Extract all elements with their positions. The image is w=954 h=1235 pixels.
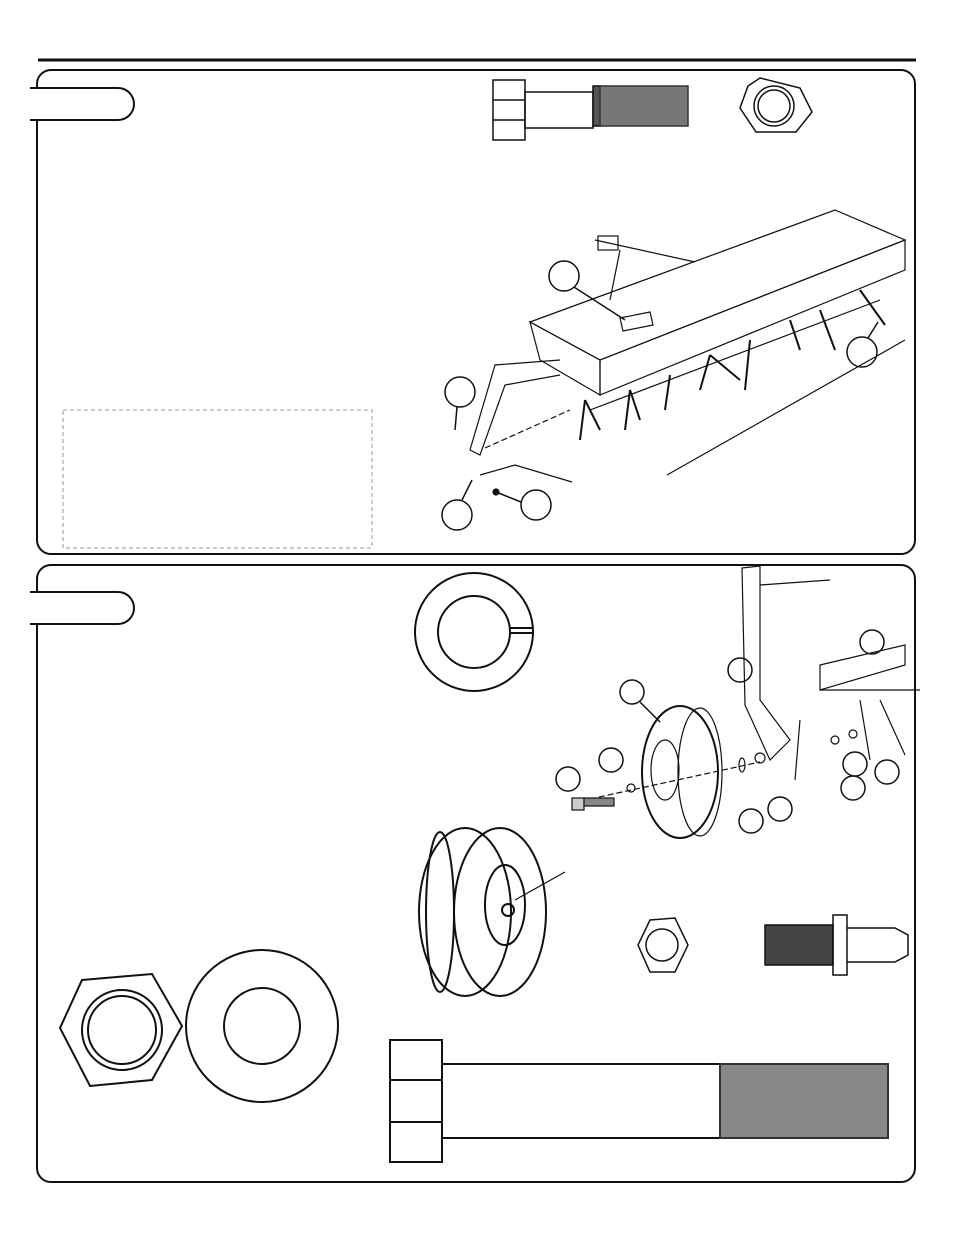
note-box bbox=[62, 409, 373, 549]
shoulder-bolt-illustration bbox=[764, 914, 909, 976]
callout-circles bbox=[555, 629, 900, 834]
step-tab bbox=[30, 87, 135, 121]
large-nut-illustration bbox=[58, 972, 184, 1088]
aerator-drawing bbox=[469, 209, 907, 496]
large-hex-bolt-illustration bbox=[389, 1039, 889, 1163]
hex-nut-illustration bbox=[739, 77, 813, 133]
callout-circles bbox=[441, 260, 879, 531]
wheel-illustration bbox=[418, 827, 566, 997]
flat-washer-illustration bbox=[185, 949, 339, 1103]
step-1-panel bbox=[30, 69, 916, 555]
lock-washer-illustration bbox=[414, 572, 534, 692]
step-tab bbox=[30, 591, 135, 625]
step-2-panel bbox=[30, 564, 920, 1183]
hex-bolt-illustration bbox=[492, 79, 689, 141]
wheel-assembly-drawing bbox=[571, 565, 920, 839]
small-nut-illustration bbox=[637, 917, 689, 973]
